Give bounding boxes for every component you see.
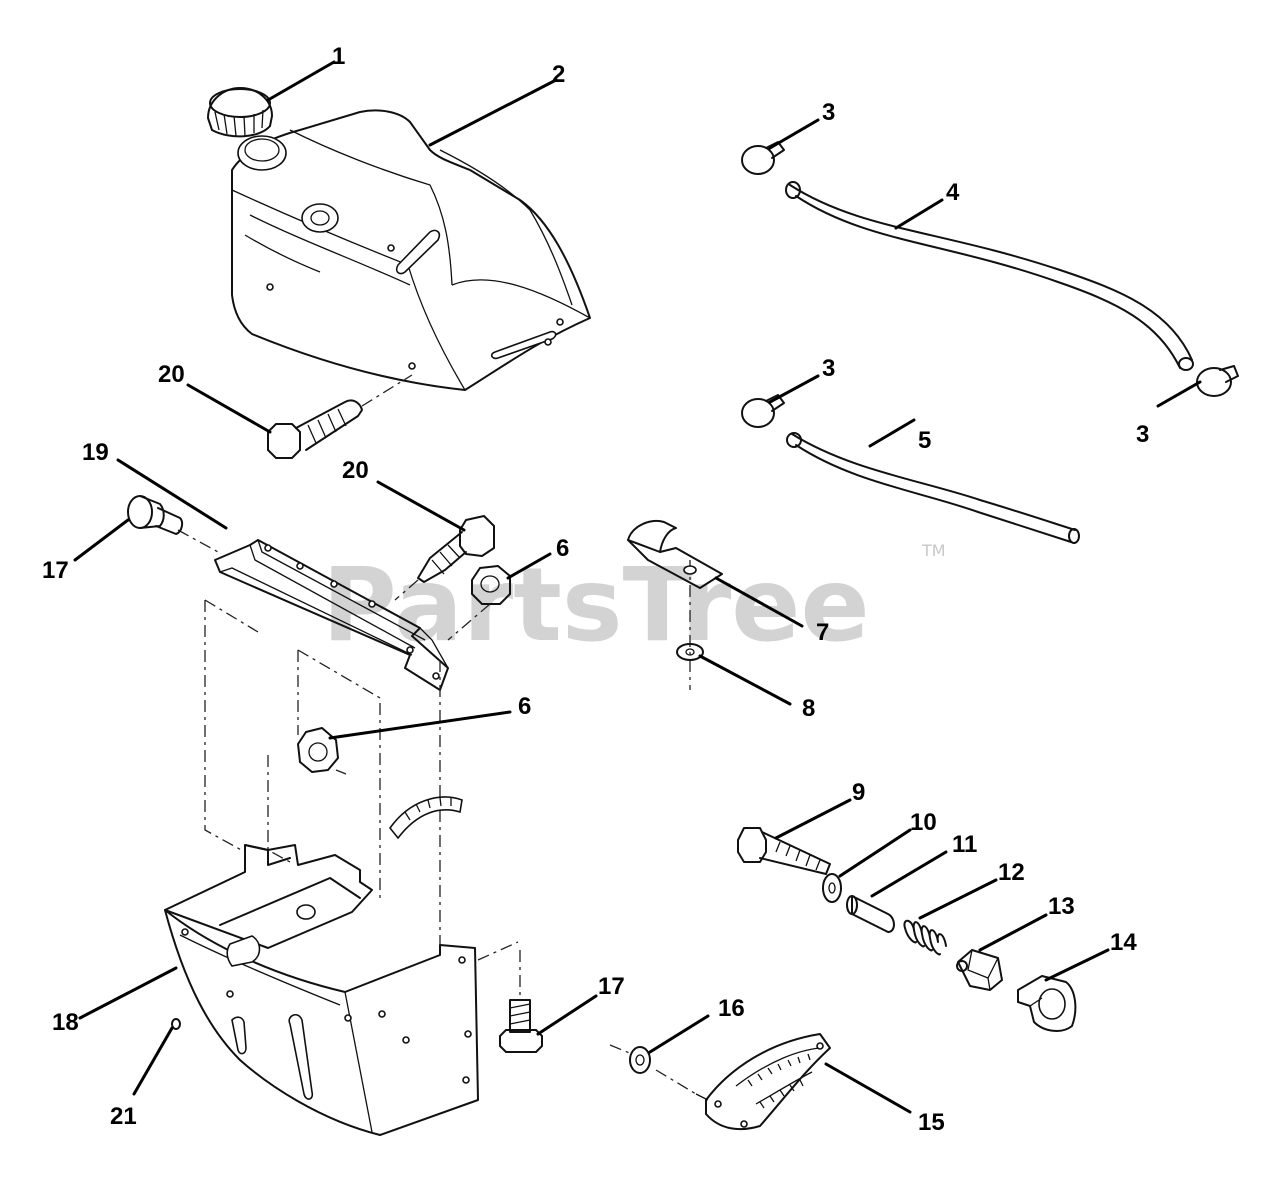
bracket-rail-part: [177, 529, 449, 691]
watermark-text: PartsTree: [322, 546, 870, 665]
hose-clamp-part-upper: [741, 141, 785, 175]
callout-15: 15: [918, 1109, 945, 1136]
housing-shield-part: [164, 796, 479, 1136]
rail-bolt-part: [127, 495, 184, 535]
callout-6-upper: 6: [556, 535, 569, 562]
callout-21: 21: [110, 1103, 137, 1130]
callout-17-lower: 17: [598, 973, 625, 1000]
fuel-cap-part: [207, 87, 273, 138]
callout-4: 4: [946, 179, 960, 206]
pivot-bolt-part: [737, 827, 831, 875]
callout-3-middle: 3: [822, 355, 835, 382]
callout-labels: 1 2 3 3 3 4 5 6 6 7 8 9 10 11 12 13 14 1…: [42, 43, 1149, 1136]
tank-bolt-part: [267, 374, 413, 459]
assembly-guides: [204, 560, 697, 1095]
line-clip-part: [627, 520, 723, 589]
callout-14: 14: [1110, 929, 1137, 956]
callout-6-lower: 6: [518, 693, 531, 720]
fuel-line-long-part: [785, 181, 1194, 371]
callout-10: 10: [910, 809, 937, 836]
rivet-part: [171, 1018, 181, 1030]
callout-17-upper: 17: [42, 557, 69, 584]
washer-part: [676, 643, 704, 661]
plate-washer-part: [629, 1046, 651, 1074]
callout-20-lower: 20: [342, 457, 369, 484]
spacer-part: [846, 895, 895, 933]
callout-16: 16: [718, 995, 745, 1022]
callout-9: 9: [852, 779, 865, 806]
callout-5: 5: [918, 427, 931, 454]
fuel-tank-part: [231, 109, 591, 391]
spring-part: [903, 919, 947, 956]
rail-bolt-part-right: [394, 515, 495, 601]
end-bracket-part: [1017, 975, 1077, 1032]
callout-8: 8: [802, 695, 815, 722]
hex-nut-part-upper: [447, 565, 511, 641]
slide-block-part: [956, 949, 1003, 991]
callout-1: 1: [332, 43, 345, 70]
callout-7: 7: [816, 619, 829, 646]
pivot-washer-part: [822, 873, 842, 903]
callout-3-upper: 3: [822, 99, 835, 126]
callout-3-right: 3: [1136, 421, 1149, 448]
hex-nut-part-lower: [297, 727, 347, 775]
shield-bolt-part: [499, 999, 543, 1053]
hose-clamp-part-middle: [741, 394, 785, 428]
callout-20-upper: 20: [158, 361, 185, 388]
callout-11: 11: [952, 831, 977, 858]
callout-18: 18: [52, 1009, 79, 1036]
hose-clamp-part-right: [1196, 365, 1239, 397]
fuel-line-short-part: [786, 432, 1080, 544]
callout-2: 2: [552, 61, 565, 88]
callout-19: 19: [82, 439, 109, 466]
callout-12: 12: [998, 859, 1025, 886]
watermark-trademark: TM: [921, 541, 946, 560]
height-plate-part: [695, 1033, 831, 1131]
callout-13: 13: [1048, 893, 1075, 920]
leader-lines: [73, 60, 1202, 1114]
